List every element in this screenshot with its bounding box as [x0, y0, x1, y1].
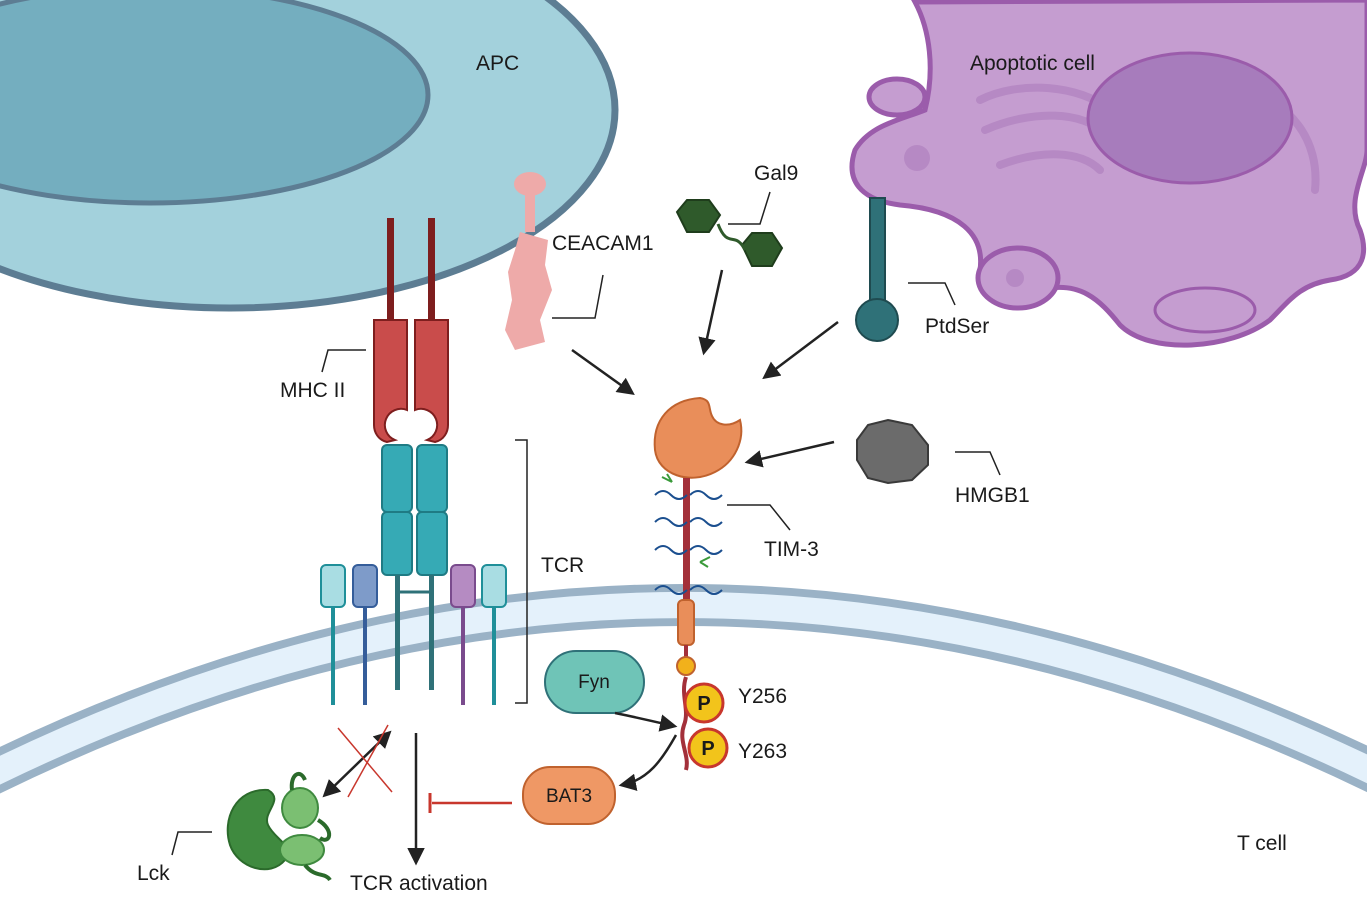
hmgb1-leader-line: [955, 451, 1001, 476]
lck-label: Lck: [137, 862, 170, 885]
apoptotic-cell-label: Apoptotic cell: [970, 52, 1095, 75]
ceacam1: [505, 172, 552, 350]
ptdser-arrow: [762, 321, 839, 380]
hmgb1: [856, 418, 929, 485]
bat3-inhibition: [428, 793, 512, 813]
lck: [226, 771, 332, 882]
hmgb1-label: HMGB1: [955, 484, 1030, 507]
gal9-arrow: [698, 269, 724, 356]
apoptotic-bleb-small: [866, 76, 928, 118]
tcr-complex: [320, 444, 507, 705]
y263-label: Y263: [738, 740, 787, 763]
phospho-y256: P: [683, 682, 725, 724]
fyn-label: Fyn: [578, 672, 610, 693]
mhc-ii: [373, 218, 449, 444]
ptdser-label: PtdSer: [925, 315, 989, 338]
apoptotic-body: [849, 0, 1367, 348]
phospho-y263: P: [687, 727, 729, 769]
tim3-label: TIM-3: [764, 538, 819, 561]
lck-tcr-arrow: [322, 730, 392, 798]
tcr-bracket: [515, 439, 528, 704]
tim3-leader-line: [727, 504, 791, 531]
glycosylation-marks: [661, 473, 711, 568]
ceacam1-label: CEACAM1: [552, 232, 654, 255]
ptdser: [855, 197, 899, 342]
apoptotic-vesicle: [904, 145, 930, 171]
mitochondrion: [1153, 286, 1257, 334]
fyn-arrow: [614, 711, 678, 732]
phospho-label: P: [701, 738, 714, 760]
apoptotic-cell: [849, 0, 1367, 348]
bat3-recruit-arrow: [618, 734, 678, 791]
phospho-label: P: [697, 693, 710, 715]
ceacam1-arrow: [571, 348, 635, 396]
lck-leader-line: [171, 831, 212, 856]
cd3-chain-2: [352, 564, 378, 705]
mhc-leader-line: [321, 349, 366, 373]
cd3-chain-1: [320, 564, 346, 705]
tcr-activation-label: TCR activation: [350, 872, 488, 894]
apc-cell: [0, 0, 619, 312]
ceacam1-leader-line: [552, 274, 604, 319]
apoptotic-nucleus: [1086, 51, 1294, 185]
glycan-chains: [654, 490, 723, 595]
cd3-chain-4: [481, 564, 507, 705]
apc-label: APC: [476, 52, 519, 75]
blocked-cross: [337, 724, 393, 798]
tcr-label: TCR: [541, 554, 584, 577]
apoptotic-vesicle-inner: [1006, 269, 1024, 287]
gal9-leader-line: [728, 191, 771, 225]
hmgb1-arrow: [744, 440, 835, 468]
ptdser-leader-line: [908, 282, 956, 306]
t-cell-label: T cell: [1237, 832, 1287, 855]
cd3-chain-3: [450, 564, 476, 705]
mhc-ii-label: MHC II: [280, 379, 345, 402]
fyn: Fyn: [544, 650, 645, 714]
bat3: BAT3: [522, 766, 616, 825]
apc-nucleus: [0, 0, 431, 206]
bat3-label: BAT3: [546, 786, 592, 807]
tim-3: [653, 396, 743, 771]
gal9-label: Gal9: [754, 162, 798, 185]
y256-label: Y256: [738, 685, 787, 708]
er-folds: [976, 83, 1320, 194]
gal9: [675, 199, 784, 267]
